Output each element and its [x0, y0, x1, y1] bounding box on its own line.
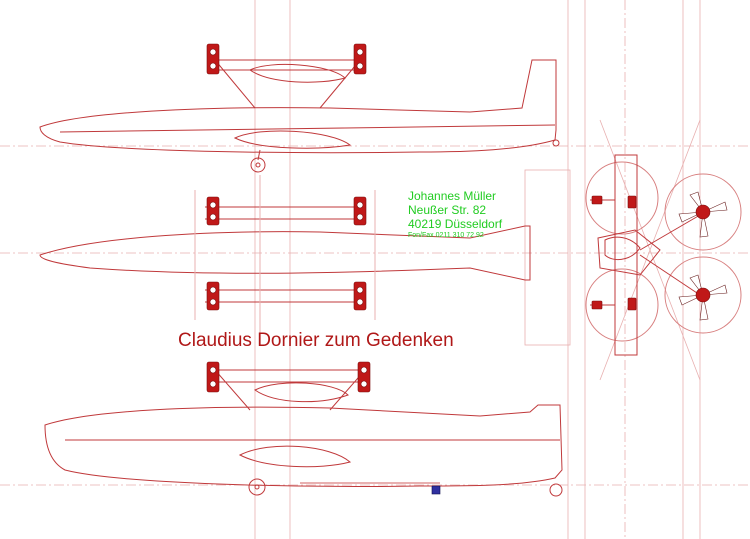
address-city: 40219 Düsseldorf — [408, 216, 503, 231]
front-view — [585, 154, 742, 356]
address-phone: Fon/Fax 0211 310 72 92 — [408, 232, 484, 240]
engine-nacelles-bottom — [206, 361, 441, 495]
side-view-top — [39, 59, 560, 173]
address-name: Johannes Müller — [408, 189, 497, 203]
engine-nacelles-top — [206, 43, 367, 75]
side-view-bottom — [44, 369, 563, 497]
top-view — [39, 175, 531, 340]
propellers — [591, 191, 728, 321]
address-block: Johannes Müller Neußer Str. 82 40219 Düs… — [408, 189, 503, 240]
dedication-caption: Claudius Dornier zum Gedenken — [178, 330, 454, 351]
address-street: Neußer Str. 82 — [408, 202, 487, 217]
engine-nacelles-middle — [206, 196, 367, 311]
